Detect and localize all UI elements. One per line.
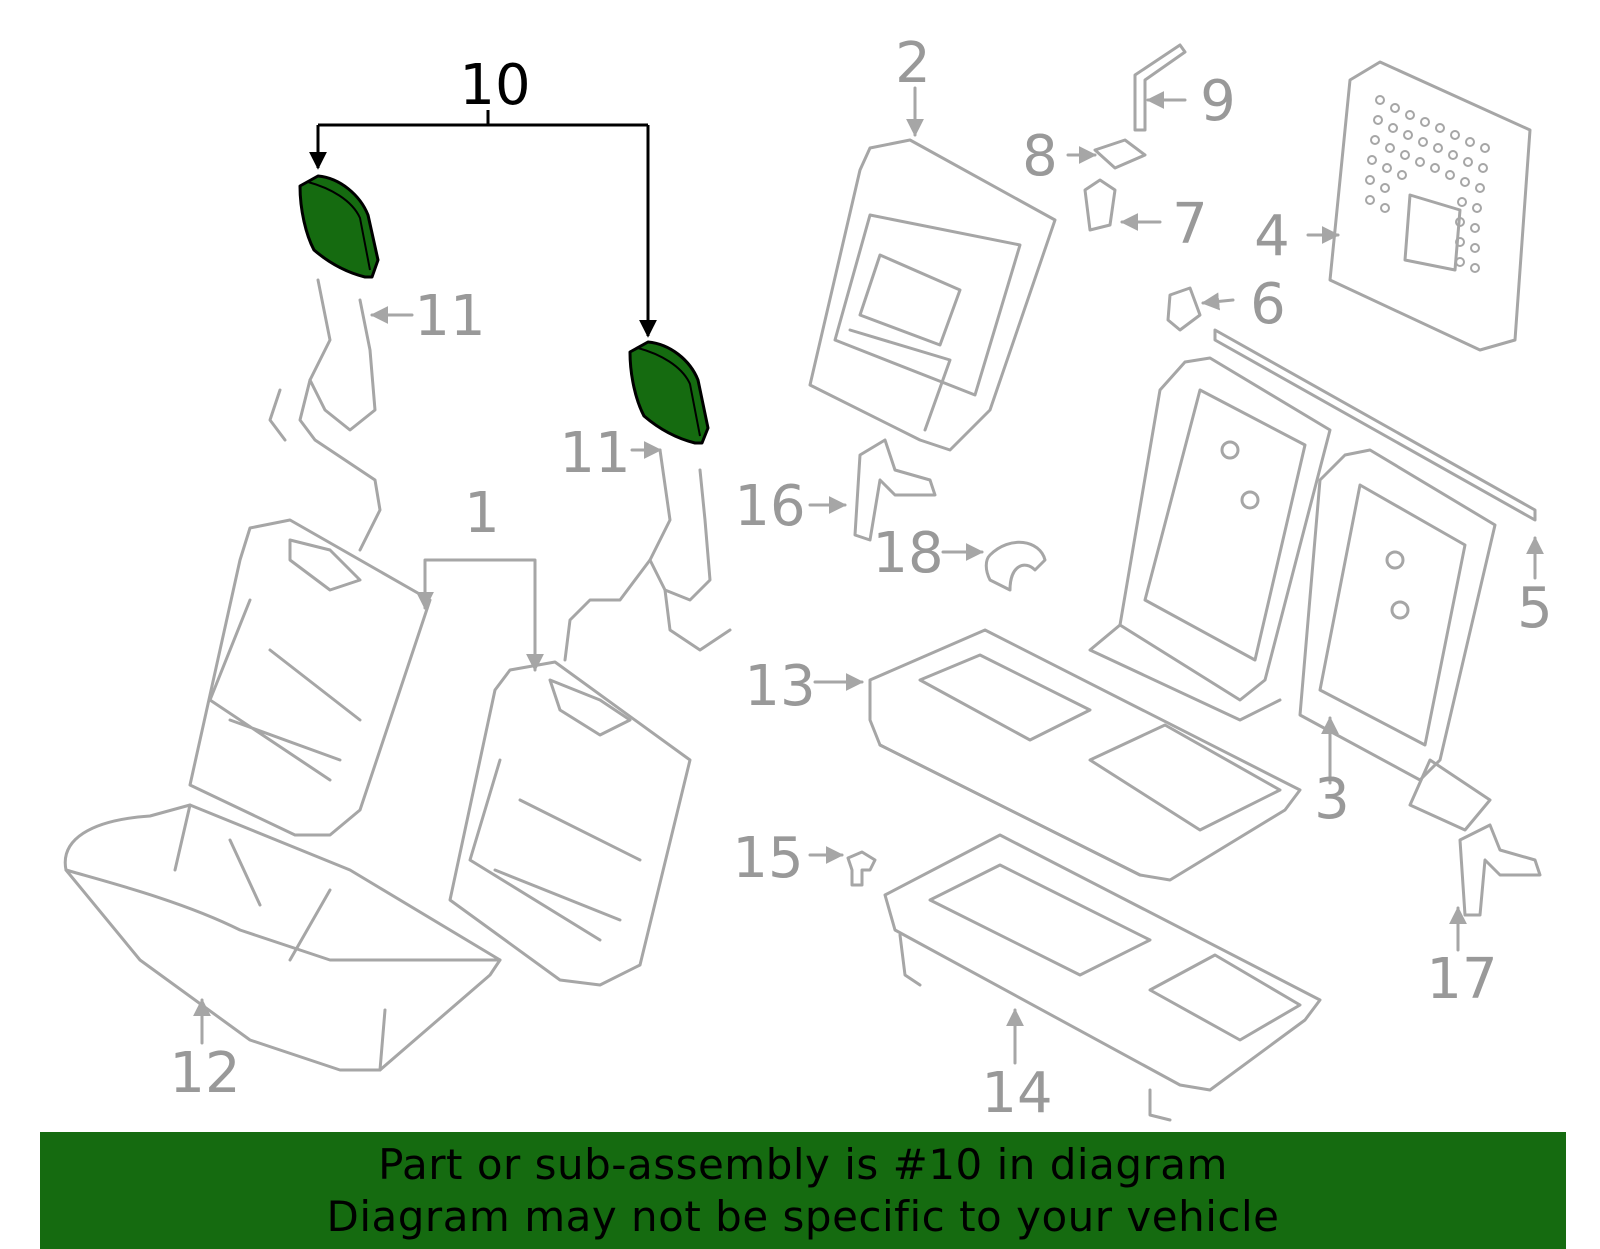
bolt-part-15: [846, 850, 877, 887]
part-6-latch: [1166, 286, 1202, 332]
callout-4: 4: [1254, 204, 1290, 269]
callout-3: 3: [1314, 767, 1350, 832]
back-panel-part-4: [1328, 60, 1532, 352]
footer-line-1: Part or sub-assembly is #10 in diagram: [378, 1139, 1228, 1189]
cover-part-18: [984, 540, 1047, 592]
callout-6: 6: [1250, 272, 1286, 337]
callout-8: 8: [1022, 124, 1058, 189]
footer-line-2: Diagram may not be specific to your vehi…: [326, 1191, 1280, 1241]
seat-frame-part-3: [1088, 356, 1497, 832]
back-panel-perforations: [1365, 95, 1490, 273]
rail-part-5: [1213, 328, 1537, 522]
seatback-part-1-right: [448, 660, 692, 987]
footer-banner: [40, 1132, 1566, 1249]
headrest-guide-part-11-left: [268, 278, 382, 552]
leader-lines: [193, 86, 1544, 1065]
callout-13: 13: [744, 654, 815, 719]
part-7-bracket: [1083, 178, 1117, 232]
callout-1: 1: [464, 481, 500, 546]
callout-11-right: 11: [559, 421, 630, 486]
part-9-rod: [1133, 43, 1187, 132]
headrest-part-10-left[interactable]: [298, 174, 380, 279]
part-8-clip: [1093, 138, 1147, 170]
callout-17: 17: [1426, 947, 1497, 1012]
callout-15: 15: [732, 826, 803, 891]
callout-16: 16: [734, 474, 805, 539]
callout-9: 9: [1200, 69, 1236, 134]
callout-18: 18: [872, 521, 943, 586]
headrest-part-10-right[interactable]: [628, 340, 710, 445]
cushion-frame-part-13: [868, 628, 1302, 882]
callout-14: 14: [981, 1061, 1052, 1126]
bracket-part-16: [853, 438, 937, 542]
callout-5: 5: [1517, 576, 1553, 641]
callout-10: 10: [459, 53, 530, 118]
seatback-pad-part-2: [808, 138, 1057, 452]
seat-cushion-part-12: [63, 803, 502, 1072]
callout-labels: 1 2 3 4 5 6 7 8 9 11 11 12 13 14 15 16 1…: [169, 31, 1552, 1126]
seatback-part-1-left: [188, 518, 432, 837]
callout-2: 2: [895, 31, 931, 96]
leader-part-10: [309, 110, 657, 338]
callout-11-left: 11: [414, 284, 485, 349]
footer-text: Part or sub-assembly is #10 in diagram D…: [40, 1132, 1566, 1249]
callout-7: 7: [1172, 192, 1208, 257]
headrest-guide-part-11-right: [563, 448, 732, 662]
bracket-part-17: [1458, 823, 1542, 917]
seat-pan-part-14: [883, 833, 1322, 1122]
callout-12: 12: [169, 1041, 240, 1106]
